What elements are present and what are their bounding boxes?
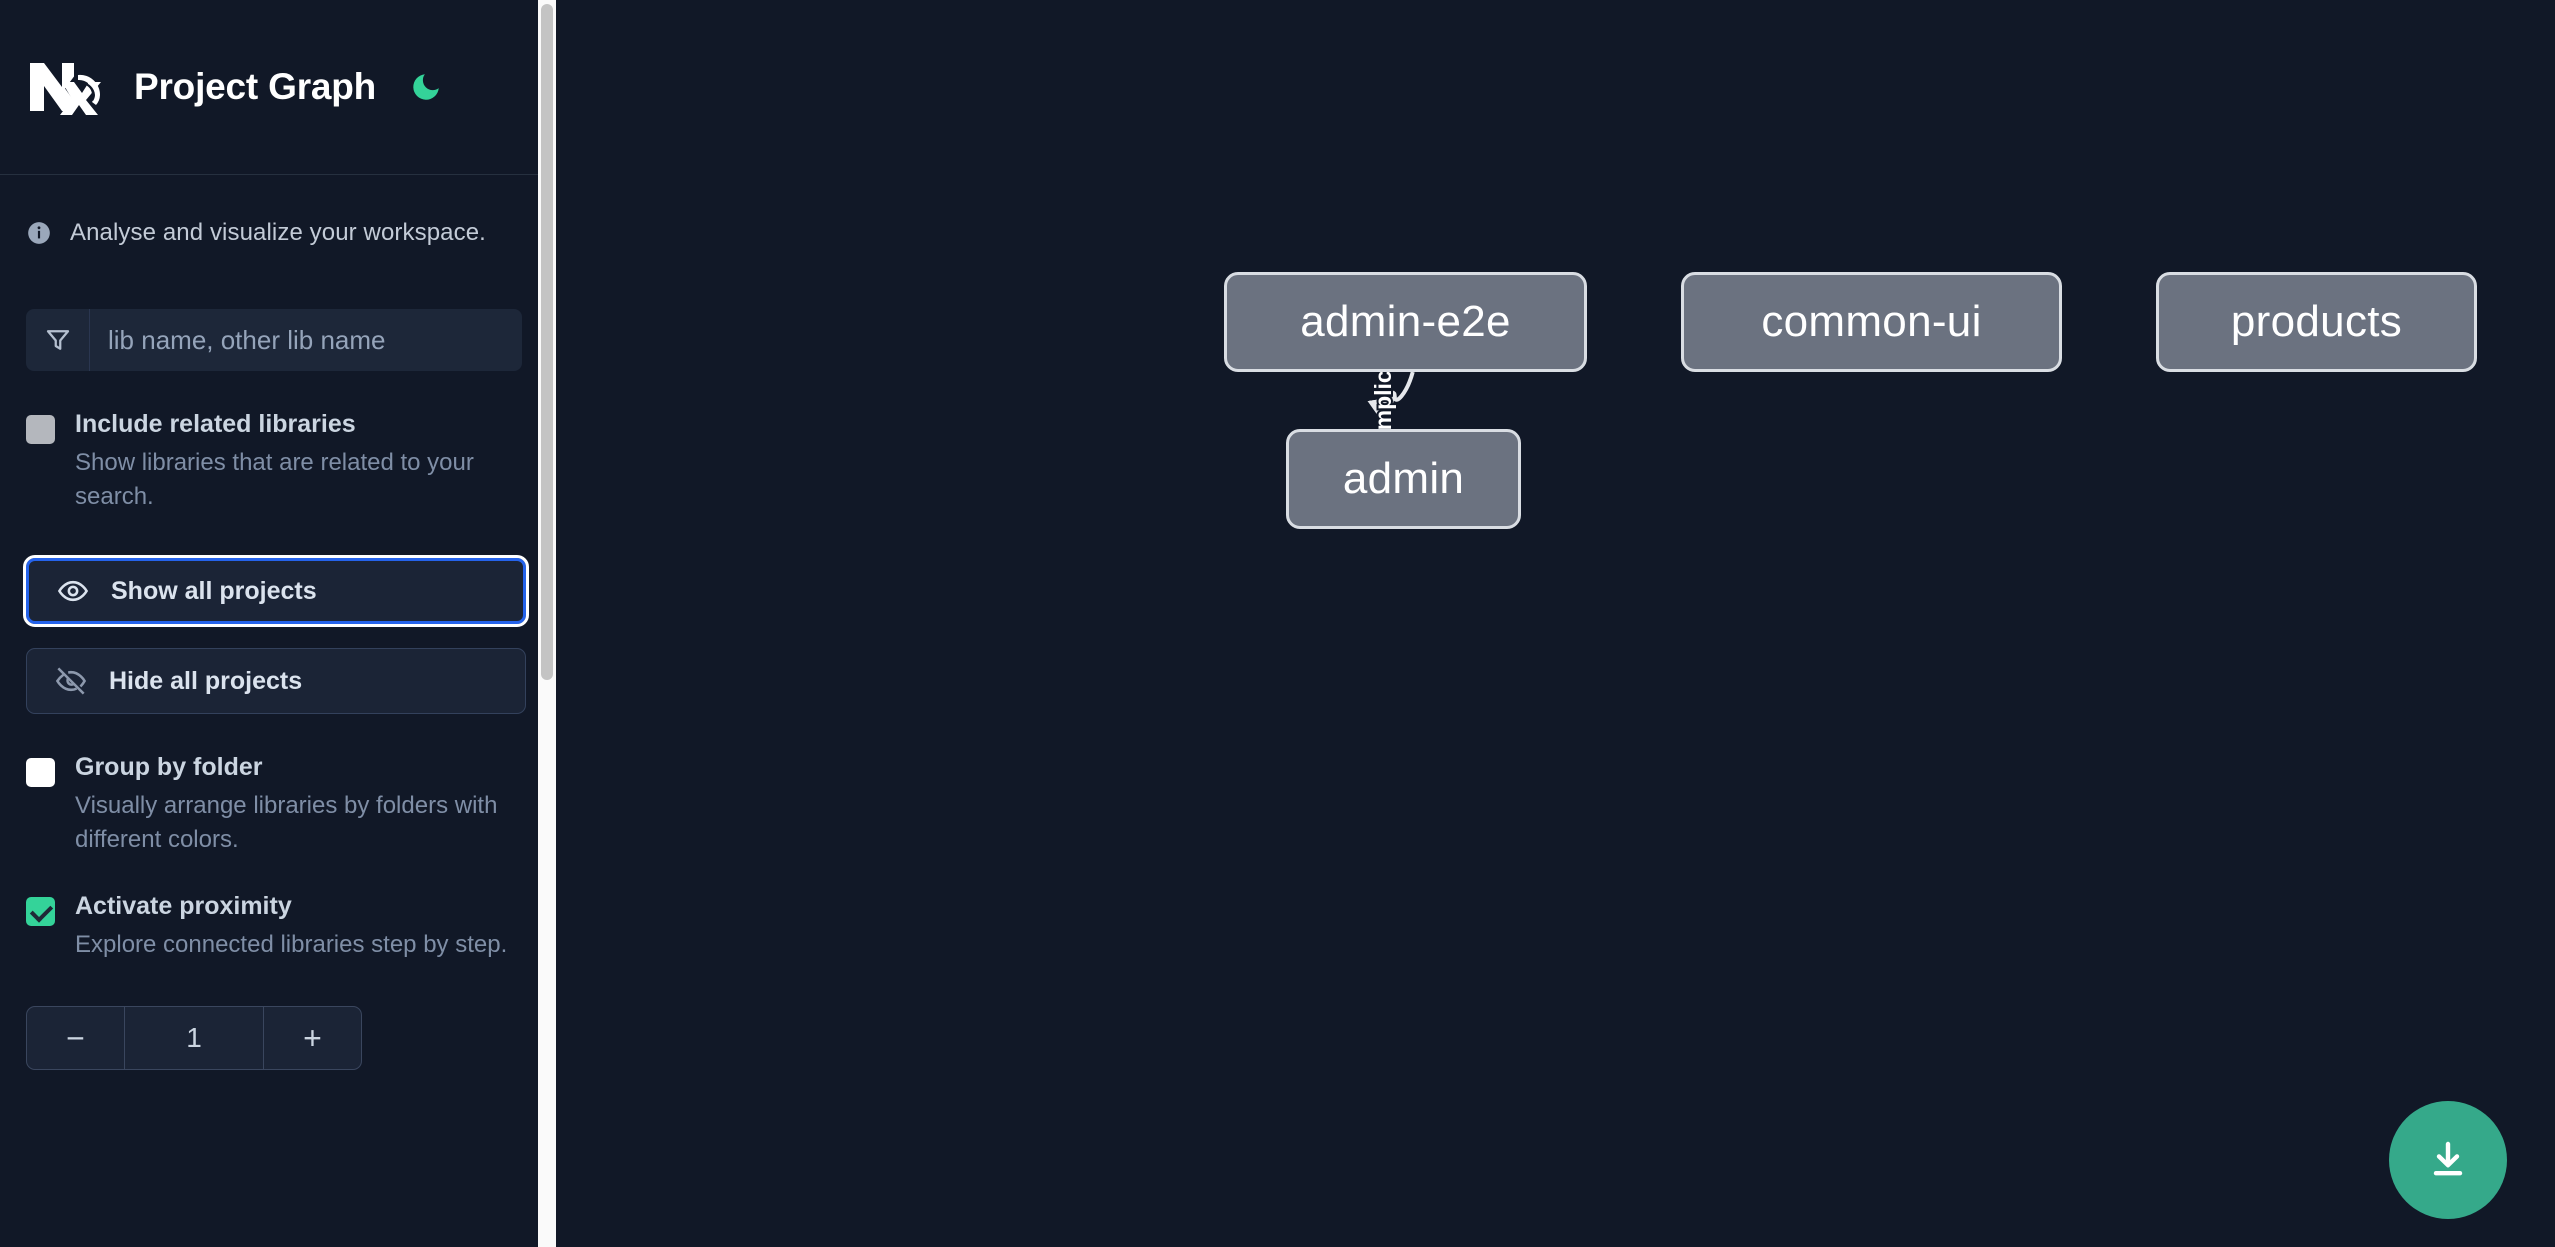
filter-icon: [26, 309, 90, 371]
download-icon: [2433, 1141, 2463, 1176]
sidebar-scrollbar-track[interactable]: [538, 0, 556, 1247]
moon-glyph: [413, 74, 439, 100]
sidebar-scrollbar-thumb[interactable]: [541, 4, 553, 680]
include-related-libraries-checkbox[interactable]: [26, 415, 55, 444]
graph-edges: implicitimplicit: [1367, 354, 1415, 439]
hide-all-projects-label: Hide all projects: [109, 666, 303, 695]
option-include-related-libraries[interactable]: Include related libraries Show libraries…: [26, 409, 522, 514]
proximity-value: 1: [186, 1022, 202, 1054]
graph-node-admin[interactable]: admin: [1286, 429, 1521, 529]
proximity-decrement-button[interactable]: −: [27, 1007, 125, 1070]
activate-proximity-label: Activate proximity: [75, 892, 292, 921]
proximity-stepper[interactable]: − 1 +: [26, 1006, 362, 1071]
info-icon: [28, 222, 50, 244]
group-by-folder-sublabel: Visually arrange libraries by folders wi…: [75, 792, 498, 854]
eye-icon: [57, 581, 89, 602]
search-bar[interactable]: [26, 309, 522, 371]
page-title: Project Graph: [134, 66, 377, 107]
option-group-by-folder[interactable]: Group by folder Visually arrange librari…: [26, 752, 522, 857]
download-image-button[interactable]: [2389, 1101, 2507, 1219]
nx-logo: [30, 63, 101, 115]
group-by-folder-label: Group by folder: [75, 753, 263, 782]
search-input[interactable]: [90, 309, 522, 371]
eye-off-icon: [55, 667, 87, 695]
proximity-increment-button[interactable]: +: [263, 1007, 361, 1070]
show-all-projects-label: Show all projects: [111, 576, 317, 605]
graph-edge-admin-e2e-to-admin: [1367, 371, 1415, 427]
moon-icon[interactable]: [406, 67, 446, 107]
group-by-folder-checkbox[interactable]: [26, 758, 55, 788]
include-related-libraries-label: Include related libraries: [75, 410, 356, 438]
show-all-projects-button[interactable]: Show all projects: [23, 555, 529, 628]
sidebar: Project Graph Analyse and visualize your…: [0, 0, 556, 1247]
workspace-description-row: Analyse and visualize your workspace.: [26, 175, 522, 257]
include-related-libraries-sublabel: Show libraries that are related to your …: [75, 449, 474, 511]
activate-proximity-sublabel: Explore connected libraries step by step…: [75, 931, 508, 959]
workspace-description: Analyse and visualize your workspace.: [70, 219, 486, 246]
sidebar-header: Project Graph: [0, 0, 556, 175]
hide-all-projects-button[interactable]: Hide all projects: [26, 648, 526, 715]
graph-canvas[interactable]: implicitimplicit admin-e2e common-ui produ…: [556, 0, 2555, 1247]
sidebar-body: Analyse and visualize your workspace. In…: [0, 175, 556, 1071]
graph-node-products[interactable]: products: [2156, 272, 2477, 372]
graph-node-common-ui[interactable]: common-ui: [1681, 272, 2062, 372]
option-activate-proximity[interactable]: Activate proximity Explore connected lib…: [26, 891, 522, 962]
filter-glyph: [46, 330, 69, 350]
activate-proximity-checkbox[interactable]: [26, 897, 55, 927]
graph-node-admin-e2e[interactable]: admin-e2e: [1224, 272, 1587, 372]
